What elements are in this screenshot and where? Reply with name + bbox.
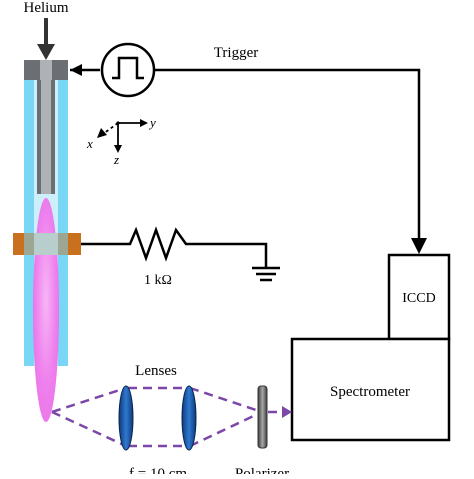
lenses-label: Lenses <box>135 363 177 379</box>
axis-label-z: z <box>113 152 119 167</box>
helium-inlet-arrow-icon <box>37 18 55 60</box>
axis-label-x: x <box>86 136 93 151</box>
polarizer <box>257 385 268 449</box>
iccd-box <box>387 253 451 341</box>
axis-label-y: y <box>148 115 156 130</box>
spectrometer-box <box>290 337 451 442</box>
trigger-label: Trigger <box>214 45 258 61</box>
trigger-line <box>154 68 427 254</box>
beam-arrowhead-icon <box>282 406 292 418</box>
coordinate-axes <box>97 119 148 153</box>
iccd-label: ICCD <box>402 291 435 306</box>
optical-beam <box>51 386 284 448</box>
focal-length-label: f = 10 cm <box>129 466 187 474</box>
resistor-icon <box>81 226 268 268</box>
resistor-label: 1 kΩ <box>144 273 172 288</box>
helium-label: Helium <box>24 0 69 16</box>
lens-1 <box>118 385 134 451</box>
lens-2 <box>181 385 197 451</box>
plasma-plume <box>33 198 59 422</box>
spectrometer-label: Spectrometer <box>330 384 410 400</box>
polarizer-label: Polarizer <box>235 466 289 474</box>
powered-electrode <box>24 60 68 194</box>
square-pulse-generator-icon <box>100 42 156 98</box>
ground-ring-electrode <box>13 233 81 255</box>
power-wire <box>70 64 100 76</box>
ground-icon <box>252 266 280 282</box>
